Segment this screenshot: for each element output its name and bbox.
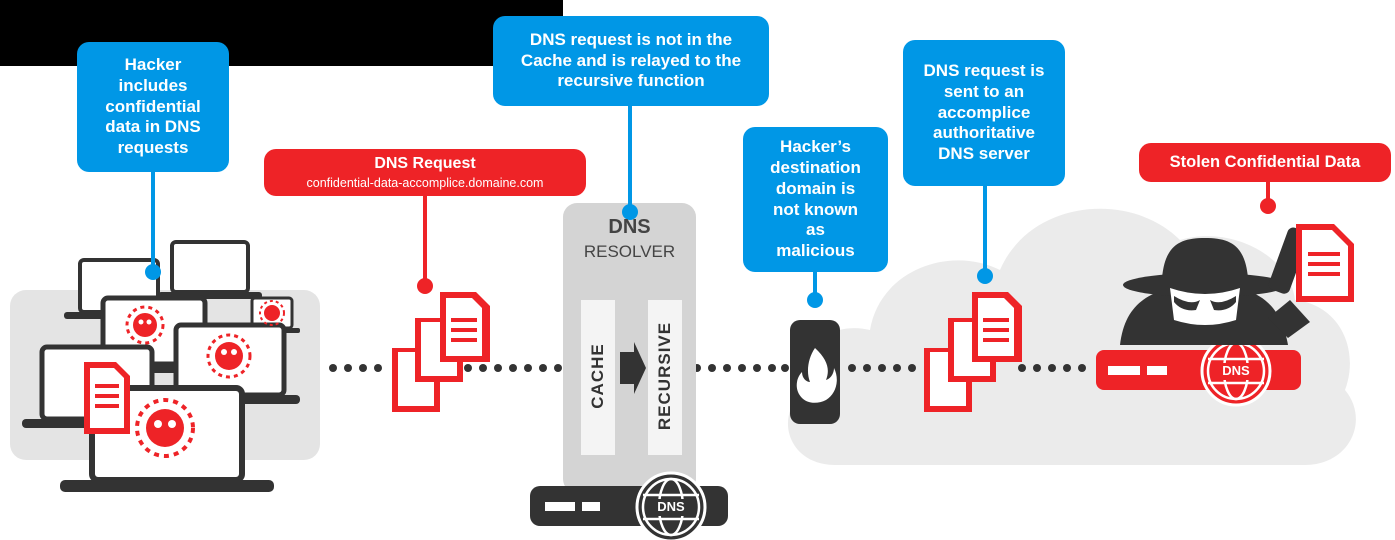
recursive-label: RECURSIVE bbox=[655, 321, 674, 431]
callout-text: Stolen Confidential Data bbox=[1169, 153, 1361, 172]
document-icon bbox=[84, 362, 130, 434]
cache-label: CACHE bbox=[588, 343, 607, 409]
callout-destination-not-known: Hacker’s destination domain is not known… bbox=[743, 127, 888, 272]
callout-connector bbox=[417, 180, 1276, 294]
virus-icon bbox=[125, 305, 165, 345]
callout-sent-to-accomplice: DNS request is sent to an accomplice aut… bbox=[903, 40, 1065, 186]
callout-dns-request: DNS Request confidential-data-accomplice… bbox=[264, 149, 586, 196]
callout-stolen-data: Stolen Confidential Data bbox=[1139, 143, 1391, 182]
virus-icon bbox=[135, 398, 195, 458]
resolver-subtitle: RESOLVER bbox=[583, 242, 676, 261]
document-icon bbox=[1296, 224, 1354, 302]
resolver-title: DNS bbox=[608, 216, 651, 238]
globe-icon bbox=[1200, 335, 1272, 407]
callout-text: DNS request is not in the Cache and is r… bbox=[520, 29, 742, 91]
dns-resolver bbox=[563, 203, 696, 493]
globe-icon bbox=[635, 471, 707, 540]
hacker-icon bbox=[1120, 227, 1310, 345]
laptop-icon-back-2 bbox=[158, 240, 262, 299]
callout-title: DNS Request bbox=[374, 155, 476, 173]
connection-line bbox=[329, 364, 1086, 372]
arrow-right-icon bbox=[620, 342, 646, 394]
resolver-server-badge: DNS bbox=[657, 499, 685, 514]
virus-icon bbox=[259, 300, 285, 326]
callout-connector bbox=[145, 104, 993, 308]
document-stack-icon bbox=[392, 292, 490, 412]
callout-text: Hacker’s destination domain is not known… bbox=[770, 137, 861, 260]
firewall-flame-icon bbox=[790, 320, 840, 424]
callout-domain: confidential-data-accomplice.domaine.com bbox=[306, 175, 544, 190]
virus-icon bbox=[206, 333, 252, 379]
document-stack-icon bbox=[924, 292, 1022, 412]
callout-text: DNS request is sent to an accomplice aut… bbox=[923, 61, 1045, 164]
callout-not-in-cache: DNS request is not in the Cache and is r… bbox=[493, 16, 769, 106]
callout-hacker-includes: Hacker includes confidential data in DNS… bbox=[77, 42, 229, 172]
attacker-server-badge: DNS bbox=[1222, 363, 1250, 378]
callout-text: Hacker includes confidential data in DNS… bbox=[105, 55, 201, 158]
